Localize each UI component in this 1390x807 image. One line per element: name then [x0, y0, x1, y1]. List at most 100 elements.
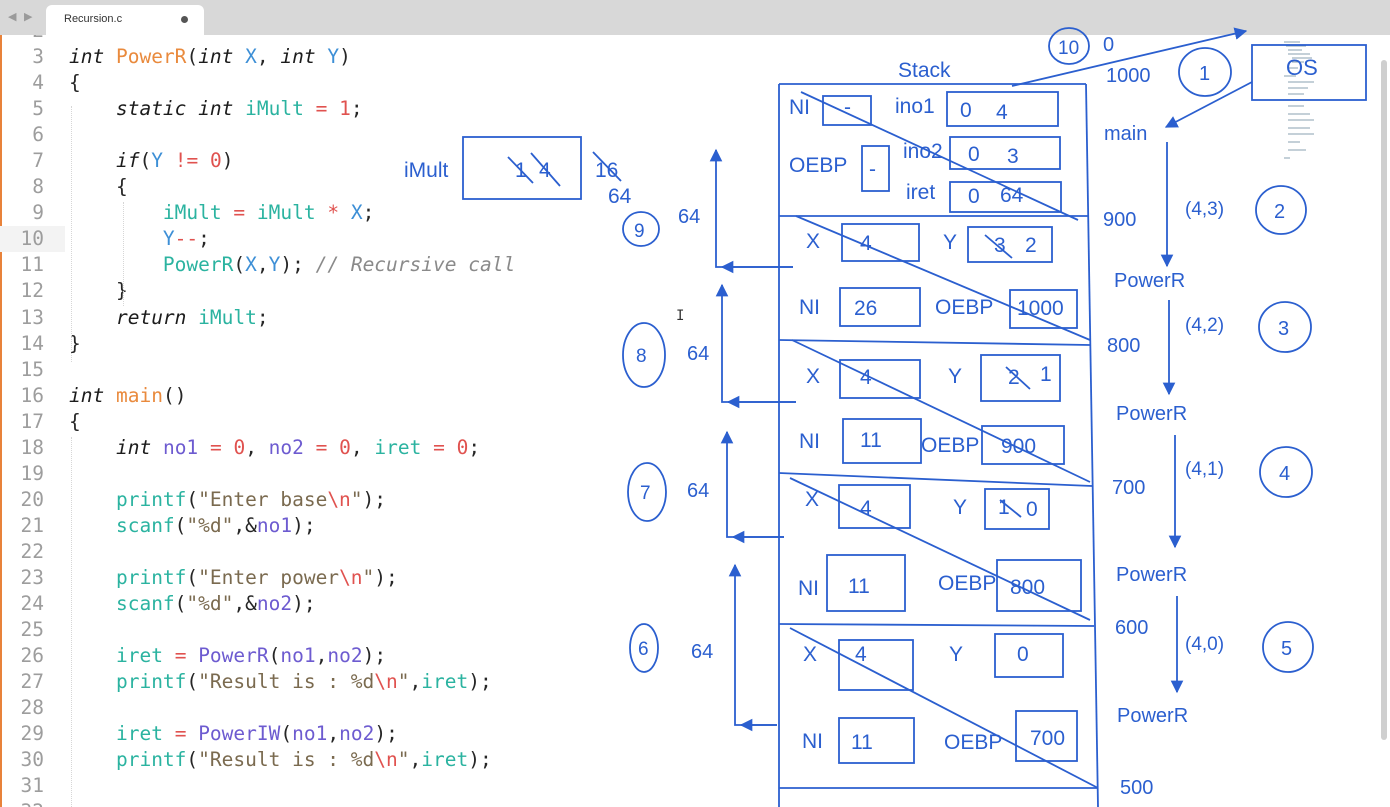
code-text[interactable]: Y--; — [162, 227, 210, 251]
line-number: 17 — [20, 409, 44, 433]
tab-title: Recursion.c — [64, 13, 123, 25]
code-line[interactable]: 21 scanf("%d",&no1); — [0, 513, 760, 539]
frame2-y-new: 1 — [1040, 363, 1052, 386]
ino1-value: 0 — [960, 99, 972, 122]
frame3-y-old: 1 — [998, 496, 1010, 519]
call-args: (4,0) — [1185, 634, 1224, 655]
editor-accent-bar — [0, 35, 2, 807]
code-line[interactable]: 9 iMult = iMult * X; — [0, 200, 760, 226]
code-line[interactable]: 29 iret = PowerIW(no1,no2); — [0, 721, 760, 747]
code-line[interactable]: 23 printf("Enter power\n"); — [0, 565, 760, 591]
frame3-ni-value: 11 — [848, 575, 870, 598]
code-line[interactable]: 2 — [0, 35, 760, 44]
stack-title: Stack — [898, 59, 951, 82]
line-number: 12 — [20, 279, 44, 303]
frame1-oebp-value: 1000 — [1017, 297, 1064, 320]
frame1-ni-label: NI — [799, 296, 820, 319]
frame2-x-value: 4 — [860, 366, 872, 389]
code-line[interactable]: 4{ — [0, 70, 760, 96]
line-number: 31 — [20, 774, 44, 798]
frame1-y-label: Y — [943, 231, 957, 254]
frame1-oebp-label: OEBP — [935, 296, 993, 319]
code-text[interactable]: } — [69, 331, 81, 355]
code-line[interactable]: 26 iret = PowerR(no1,no2); — [0, 643, 760, 669]
code-text[interactable]: printf("Result is : %d\n",iret); — [115, 670, 492, 694]
code-line[interactable]: 27 printf("Result is : %d\n",iret); — [0, 669, 760, 695]
code-line[interactable]: 25 — [0, 617, 760, 643]
code-text[interactable]: PowerR(X,Y); // Recursive call — [162, 253, 516, 277]
code-text[interactable]: } — [69, 279, 128, 303]
line-number: 11 — [20, 253, 44, 277]
frame2-y-old: 2 — [1008, 366, 1020, 389]
address-label: 700 — [1112, 477, 1145, 499]
frame3-oebp-label: OEBP — [938, 572, 996, 595]
code-line[interactable]: 10 Y--; — [0, 226, 210, 253]
frame4-y-new: 0 — [1017, 643, 1029, 666]
code-text[interactable]: if(Y != 0) — [115, 149, 234, 173]
code-line[interactable]: 24 scanf("%d",&no2); — [0, 591, 760, 617]
code-line[interactable]: 7 if(Y != 0) — [0, 148, 760, 174]
code-line[interactable]: 12 } — [0, 278, 760, 304]
code-line[interactable]: 14} — [0, 331, 760, 357]
frame2-y-label: Y — [948, 365, 962, 388]
code-text[interactable]: iMult = iMult * X; — [162, 201, 375, 225]
code-line[interactable]: 5 static int iMult = 1; — [0, 96, 760, 122]
code-line[interactable]: 31 — [0, 773, 760, 799]
code-line[interactable]: 20 printf("Enter base\n"); — [0, 487, 760, 513]
code-text[interactable]: { — [69, 175, 128, 199]
frame2-x-label: X — [806, 365, 820, 388]
line-number: 19 — [20, 461, 44, 485]
main-ni-label: NI — [789, 96, 810, 119]
code-line[interactable]: 32 — [0, 799, 760, 807]
code-text[interactable]: scanf("%d",&no2); — [115, 592, 316, 616]
vertical-scrollbar[interactable] — [1381, 60, 1387, 740]
line-number: 28 — [20, 696, 44, 720]
code-text[interactable]: { — [69, 71, 81, 95]
code-text[interactable]: int no1 = 0, no2 = 0, iret = 0; — [115, 435, 481, 459]
code-line[interactable]: 3 int PowerR(int X, int Y) — [0, 44, 760, 70]
code-text[interactable]: printf("Enter base\n"); — [115, 487, 387, 511]
code-editor[interactable]: 23int PowerR(int X, int Y)4{5 static int… — [0, 35, 1390, 807]
return-step: 7 — [640, 483, 651, 504]
code-line[interactable]: 17 { — [0, 409, 760, 435]
code-line[interactable]: 15 — [0, 357, 760, 383]
frame1-x-value: 4 — [860, 232, 872, 255]
line-number: 10 — [20, 227, 44, 251]
code-line[interactable]: 22 — [0, 539, 760, 565]
code-text[interactable]: return iMult; — [115, 305, 269, 329]
code-line[interactable]: 6 — [0, 122, 760, 148]
unsaved-dot-icon[interactable] — [181, 16, 188, 23]
code-text[interactable]: scanf("%d",&no1); — [115, 513, 316, 537]
address-label: 0 — [1103, 34, 1114, 56]
address-label: 600 — [1115, 617, 1148, 639]
code-text[interactable]: int main() — [69, 383, 187, 407]
code-line[interactable]: 8 { — [0, 174, 760, 200]
code-line[interactable]: 11 PowerR(X,Y); // Recursive call — [0, 252, 760, 278]
frame1-y-old: 3 — [994, 234, 1006, 257]
code-text[interactable]: iret = PowerR(no1,no2); — [115, 644, 387, 668]
frame2-oebp-label: OEBP — [921, 434, 979, 457]
code-line[interactable]: 30 printf("Result is : %d\n",iret); — [0, 747, 760, 773]
main-ni-value: - — [844, 96, 851, 119]
code-line[interactable]: 28 — [0, 695, 760, 721]
code-line[interactable]: 18 int no1 = 0, no2 = 0, iret = 0; — [0, 435, 760, 461]
code-text[interactable]: iret = PowerIW(no1,no2); — [115, 722, 398, 746]
code-line[interactable]: 13 return iMult; — [0, 305, 760, 331]
indent-guide — [123, 202, 124, 306]
code-line[interactable]: 19 — [0, 461, 760, 487]
code-text[interactable]: int PowerR(int X, int Y) — [69, 45, 351, 69]
tab-bar: ◀ ▶ Recursion.c — [0, 0, 1390, 36]
code-text[interactable]: printf("Result is : %d\n",iret); — [115, 748, 492, 772]
ino1-label: ino1 — [895, 95, 935, 118]
tab-recursion-c[interactable]: Recursion.c — [46, 5, 204, 35]
code-text[interactable]: printf("Enter power\n"); — [115, 565, 398, 589]
frame3-y-label: Y — [953, 496, 967, 519]
code-text[interactable]: { — [69, 409, 81, 433]
line-number: 3 — [32, 45, 44, 69]
code-text[interactable]: static int iMult = 1; — [115, 97, 363, 121]
line-number: 15 — [20, 357, 44, 381]
tab-nav-arrows[interactable]: ◀ ▶ — [8, 10, 35, 23]
return-step: 6 — [638, 639, 649, 660]
address-label: 500 — [1120, 777, 1153, 799]
